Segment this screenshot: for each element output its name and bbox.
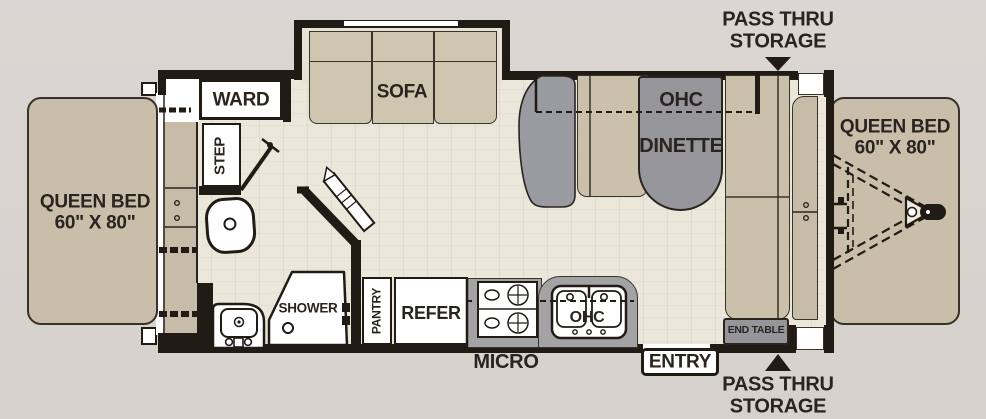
ward-side-wall bbox=[283, 72, 291, 122]
step-label: STEP bbox=[211, 137, 229, 175]
end-table bbox=[723, 318, 789, 345]
bed-left-head-area bbox=[163, 79, 199, 122]
wall-bottom-left bbox=[198, 344, 643, 353]
pass-thru-bottom-line1: PASS THRU bbox=[722, 373, 834, 396]
pantry-label: PANTRY bbox=[369, 287, 384, 335]
wall-top-right bbox=[506, 71, 798, 80]
bathroom-wall-lower bbox=[197, 283, 213, 345]
step-bottom-wall bbox=[199, 186, 241, 195]
pass-thru-top-line2: STORAGE bbox=[729, 31, 827, 53]
dinette-bench-right bbox=[725, 75, 790, 320]
ward-label: WARD bbox=[212, 89, 270, 111]
ohc-kitchen-label: OHC bbox=[569, 309, 605, 327]
bed-left-latch-top bbox=[141, 82, 157, 96]
wall-right bbox=[826, 70, 834, 353]
queen-bed-left bbox=[27, 97, 158, 325]
bed-left-label-line2: 60" X 80" bbox=[54, 213, 136, 234]
wardrobe bbox=[199, 79, 283, 120]
micro-label: MICRO bbox=[473, 350, 539, 373]
wall-corner-bottom-left bbox=[158, 333, 198, 353]
step-box bbox=[202, 123, 241, 187]
bed-left-label-line1: QUEEN BED bbox=[39, 191, 151, 213]
sofa-back-cushion bbox=[372, 31, 434, 62]
pass-thru-top-label: PASS THRU STORAGE bbox=[722, 8, 834, 54]
bed-left-label: QUEEN BED 60" X 80" bbox=[39, 191, 151, 235]
left-wall-opening bbox=[156, 93, 166, 335]
wall-top-left-stub bbox=[158, 79, 166, 95]
dinette-table bbox=[638, 76, 723, 211]
dinette-label: DINETTE bbox=[639, 134, 723, 157]
sofa-label: SOFA bbox=[376, 81, 428, 103]
sofa-back-cushion bbox=[434, 31, 497, 62]
front-wardrobe-panel bbox=[792, 96, 818, 320]
sofa-seat-cushion bbox=[309, 61, 372, 124]
sofa-back-cushion bbox=[309, 31, 372, 62]
refer-label: REFER bbox=[401, 302, 461, 323]
refrigerator bbox=[394, 277, 468, 345]
pass-thru-door-bottom bbox=[796, 327, 824, 350]
bed-left-latch-bottom bbox=[141, 327, 157, 345]
end-table-label: END TABLE bbox=[727, 324, 785, 337]
wall-stub-bottom-right bbox=[788, 325, 796, 353]
bed-right-label-line1: QUEEN BED bbox=[839, 116, 951, 138]
pass-thru-arrow-bottom-icon bbox=[765, 354, 791, 371]
pass-thru-top-line1: PASS THRU bbox=[722, 8, 834, 31]
pass-thru-bottom-label: PASS THRU STORAGE bbox=[722, 373, 834, 419]
bed-left-base-cabinet bbox=[163, 122, 197, 345]
bed-right-label-line2: 60" X 80" bbox=[854, 138, 936, 159]
pass-thru-bottom-line2: STORAGE bbox=[729, 396, 827, 418]
cooktop-stove bbox=[477, 281, 538, 338]
bed-right-label: QUEEN BED 60" X 80" bbox=[839, 116, 951, 160]
wall-corner-bottom-right bbox=[824, 325, 834, 353]
entry-label: ENTRY bbox=[648, 351, 712, 373]
entry-label-box bbox=[641, 348, 719, 376]
sofa-slide-wall-right bbox=[502, 20, 510, 80]
sofa-seat-cushion bbox=[372, 61, 434, 124]
shower-label: SHOWER bbox=[278, 300, 338, 316]
sofa-seat-cushion bbox=[434, 61, 497, 124]
ohc-dinette-label: OHC bbox=[659, 88, 703, 111]
dinette-bench-top bbox=[577, 75, 648, 197]
pass-thru-arrow-top-icon bbox=[765, 57, 791, 71]
pantry-cabinet bbox=[362, 277, 392, 345]
pass-thru-door-top bbox=[798, 73, 824, 95]
kitchen-left-wall bbox=[351, 240, 361, 345]
wall-top-left bbox=[158, 70, 298, 79]
wall-bottom-right bbox=[710, 344, 790, 353]
sofa-slide-window bbox=[344, 21, 458, 26]
sofa-slide-wall-left bbox=[294, 20, 302, 80]
